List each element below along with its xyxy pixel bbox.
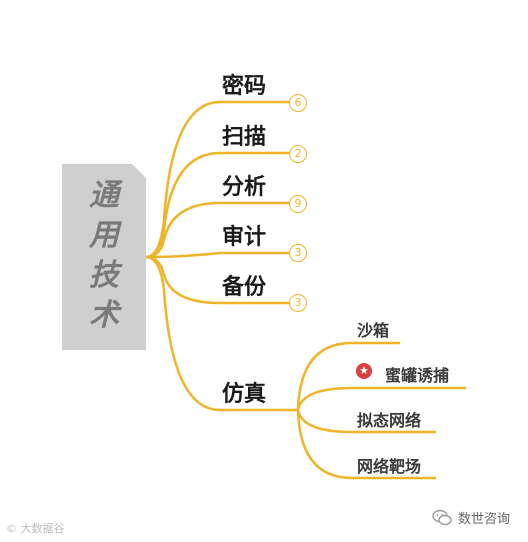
connector-root-fenxi xyxy=(145,201,300,259)
connector-root-fangzhen xyxy=(145,255,298,412)
connector-fangzhen-miguan xyxy=(296,386,466,411)
watermark-right-text: 数世咨询 xyxy=(458,512,511,527)
wechat-icon xyxy=(432,509,452,525)
watermark-left: © 大数据谷 xyxy=(6,522,65,535)
branch-saomiao-count-badge: 2 xyxy=(289,145,307,163)
sub-nitai-label[interactable]: 拟态网络 xyxy=(357,411,422,430)
branch-shenji-label[interactable]: 审计 xyxy=(222,225,267,250)
branch-beifen-count-badge: 3 xyxy=(289,294,307,312)
branch-shenji-count-badge: 3 xyxy=(289,244,307,262)
connector-fangzhen-nitai xyxy=(296,409,436,434)
root-node-box[interactable] xyxy=(62,164,146,350)
sub-baochang-label[interactable]: 网络靶场 xyxy=(357,457,422,476)
watermark-right: 数世咨询 xyxy=(432,508,510,527)
branch-fenxi-label[interactable]: 分析 xyxy=(222,175,267,200)
branch-mima-count-badge: 6 xyxy=(289,94,307,112)
branch-fenxi-count-badge: 9 xyxy=(289,195,307,213)
branch-mima-label[interactable]: 密码 xyxy=(222,74,267,99)
connector-root-shenji xyxy=(145,251,300,259)
star-icon: ★ xyxy=(356,363,372,379)
connector-fangzhen-baochang xyxy=(296,409,436,480)
branch-beifen-label[interactable]: 备份 xyxy=(222,275,267,300)
branch-fangzhen-label[interactable]: 仿真 xyxy=(222,382,267,407)
root-node-label: 通 用 技 术 xyxy=(89,178,119,333)
branch-saomiao-label[interactable]: 扫描 xyxy=(222,125,267,150)
sub-shaxiang-label[interactable]: 沙箱 xyxy=(357,321,390,340)
sub-miguan-label[interactable]: 蜜罐诱捕 xyxy=(385,366,450,385)
connector-fangzhen-shaxiang xyxy=(296,341,400,411)
